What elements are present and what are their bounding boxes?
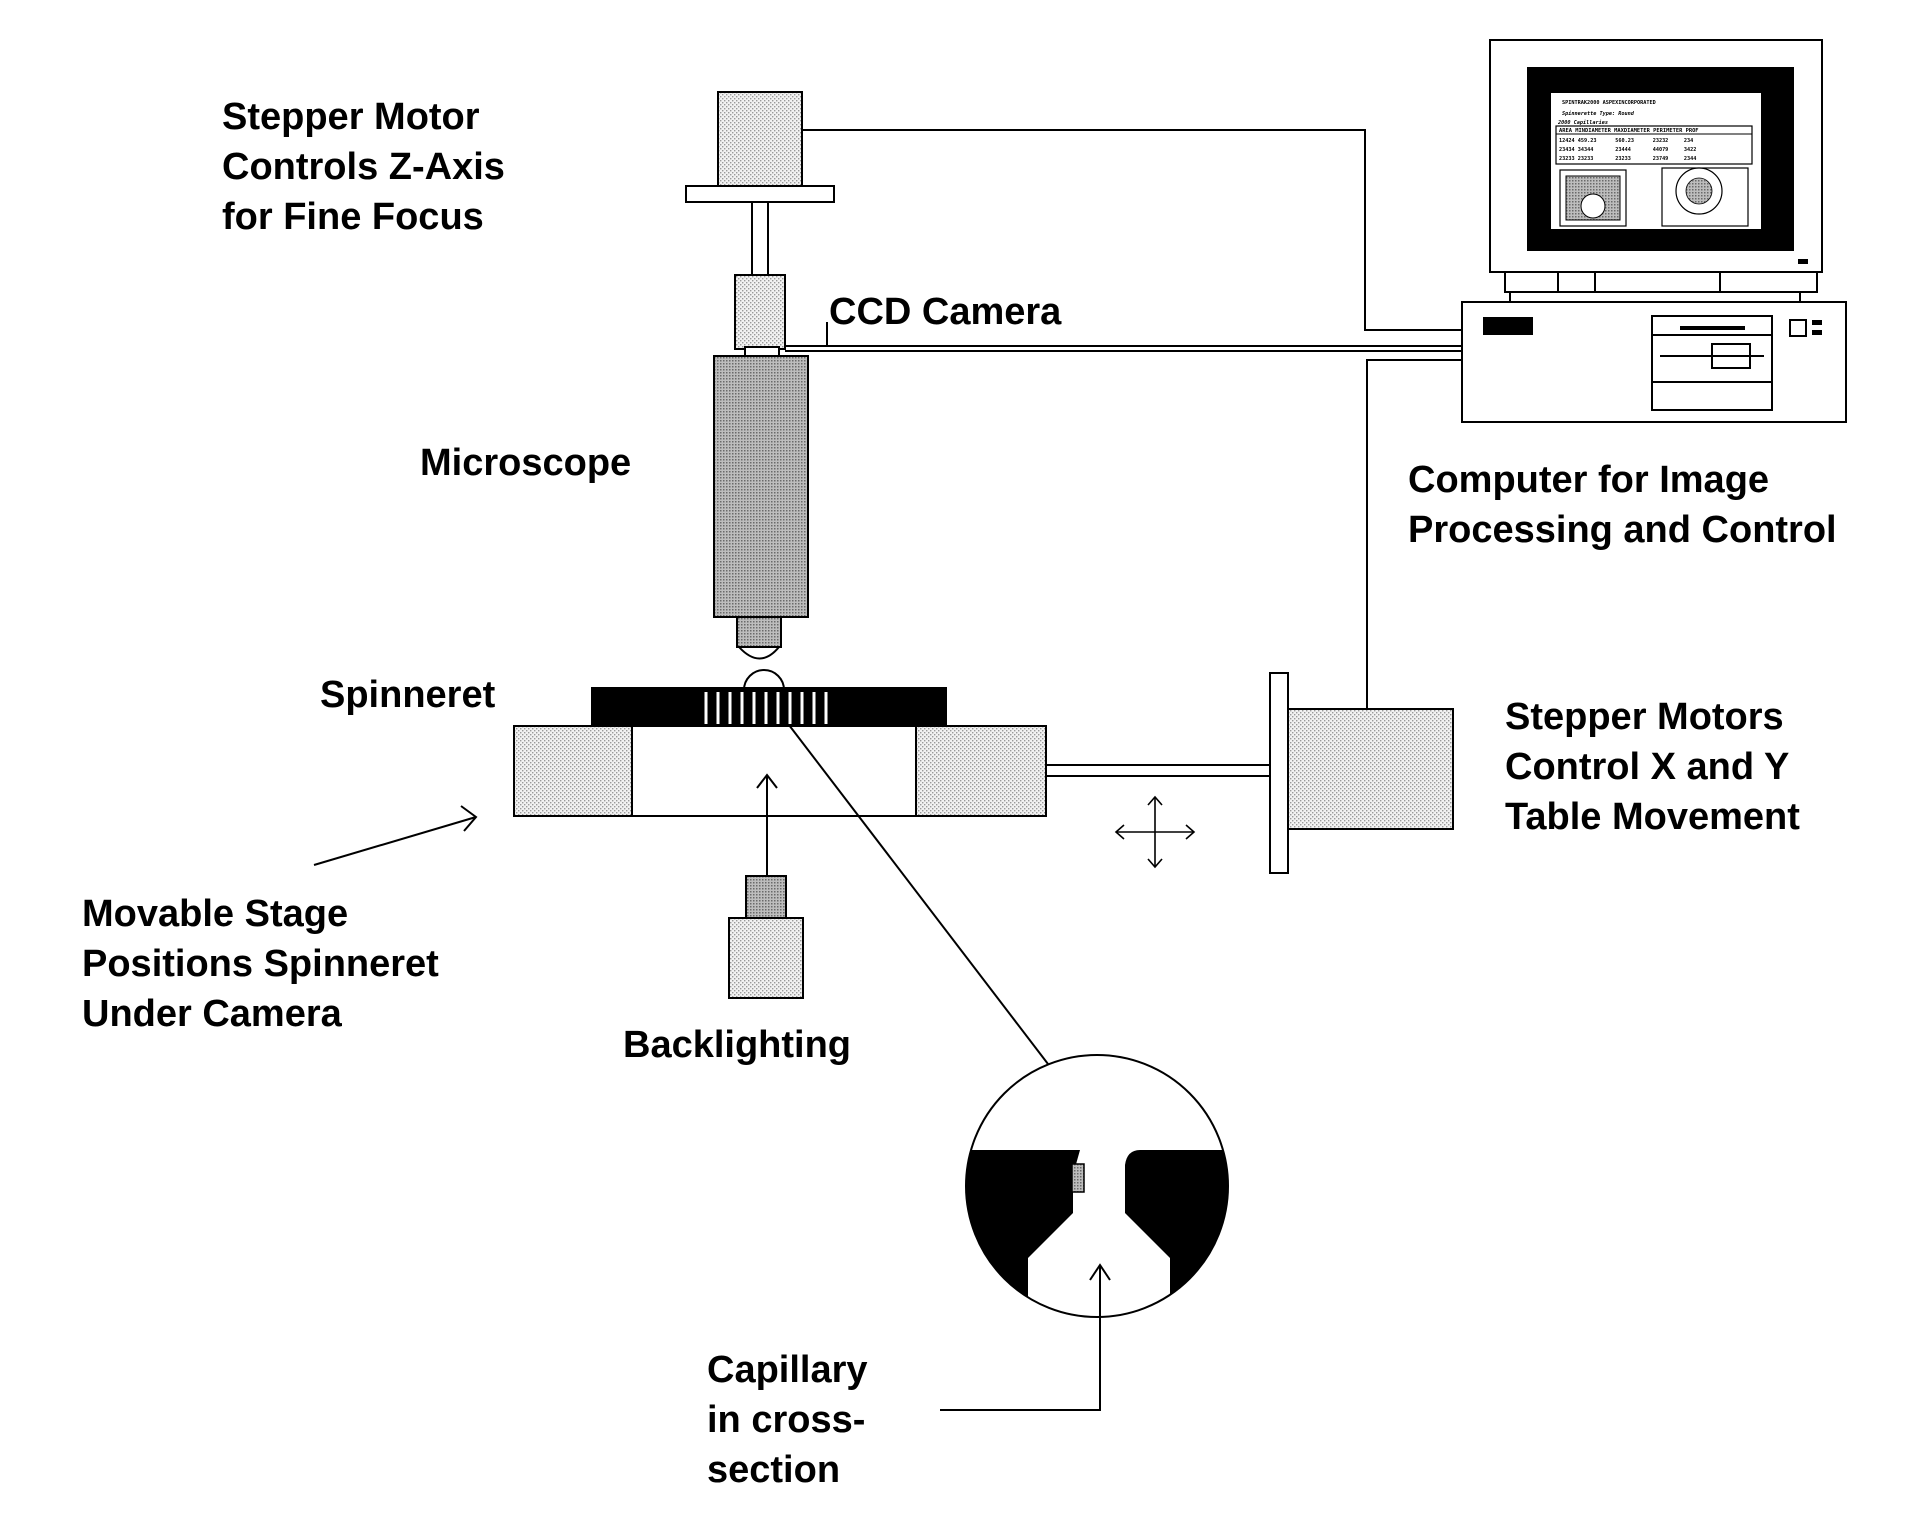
screen-table-row: 23233 23233 23233 23749 2344 bbox=[1559, 156, 1696, 162]
label-ccd-camera: CCD Camera bbox=[829, 287, 1061, 337]
label-line: Positions Spinneret bbox=[82, 943, 439, 985]
label-line: Backlighting bbox=[623, 1024, 852, 1066]
label-line: section bbox=[707, 1449, 841, 1491]
stage-block-right bbox=[915, 725, 1047, 817]
z-stepper-flange bbox=[685, 185, 835, 203]
backlight-cap bbox=[745, 875, 787, 919]
label-line: for Fine Focus bbox=[222, 196, 484, 238]
label-line: Under Camera bbox=[82, 993, 342, 1035]
ccd-camera-body bbox=[734, 274, 786, 350]
backlight-body bbox=[728, 917, 804, 999]
label-line: Table Movement bbox=[1505, 796, 1800, 838]
label-backlighting: Backlighting bbox=[623, 1020, 851, 1070]
capillary-pointer-arrow bbox=[940, 1265, 1101, 1411]
label-line: Processing and Control bbox=[1408, 509, 1837, 551]
label-computer: Computer for Image Processing and Contro… bbox=[1408, 455, 1837, 555]
label-line: Stepper Motor bbox=[222, 96, 480, 138]
screen-title: SPINTRAK2000 ASPEXINCORPORATED bbox=[1562, 100, 1656, 106]
label-spinneret: Spinneret bbox=[320, 670, 495, 720]
label-microscope: Microscope bbox=[420, 438, 631, 488]
screen-type-line: Spinnerette Type: Round bbox=[1562, 111, 1635, 117]
screen-count-line: 2000 Capillaries bbox=[1557, 120, 1608, 126]
label-line: CCD Camera bbox=[829, 291, 1062, 333]
screen-data-table bbox=[1555, 125, 1753, 165]
power-button bbox=[1789, 319, 1807, 337]
z-stepper-motor bbox=[717, 91, 803, 187]
label-stepper-xy: Stepper Motors Control X and Y Table Mov… bbox=[1505, 692, 1800, 842]
microscope-objective bbox=[736, 616, 782, 648]
xy-stepper-motor bbox=[1287, 708, 1454, 830]
z-motor-cable bbox=[802, 129, 1462, 331]
label-line: in cross- bbox=[707, 1399, 866, 1441]
spinneret-capillary-holes bbox=[704, 692, 828, 724]
xy-movement-arrows bbox=[1114, 795, 1196, 869]
screen-table-row: 12424 459.23 560.23 23232 234 bbox=[1559, 138, 1693, 144]
xy-motor-flange bbox=[1269, 672, 1289, 874]
label-line: Microscope bbox=[420, 442, 632, 484]
label-line: Controls Z-Axis bbox=[222, 146, 505, 188]
monitor-stand bbox=[1504, 271, 1818, 293]
power-indicator bbox=[1483, 317, 1533, 335]
label-movable-stage: Movable Stage Positions Spinneret Under … bbox=[82, 889, 439, 1039]
stage-pointer-arrow bbox=[313, 816, 477, 866]
screen-table-header: AREA MINDIAMETER MAXDIAMETER PERIMETER P… bbox=[1559, 128, 1699, 134]
xy-motor-cable bbox=[1366, 359, 1462, 709]
magnify-target-circle bbox=[743, 669, 785, 711]
label-capillary: Capillary in cross- section bbox=[707, 1345, 868, 1495]
monitor-slot bbox=[1798, 259, 1808, 264]
label-stepper-z: Stepper Motor Controls Z-Axis for Fine F… bbox=[222, 92, 505, 242]
screen-text-group: SPINTRAK2000 ASPEXINCORPORATED Spinneret… bbox=[1557, 100, 1699, 162]
objective-lens bbox=[736, 646, 782, 660]
label-line: Spinneret bbox=[320, 674, 496, 716]
label-line: Computer for Image bbox=[1408, 459, 1770, 501]
magnified-capillary bbox=[965, 1054, 1229, 1318]
spinneret-plate bbox=[591, 687, 947, 726]
label-line: Movable Stage bbox=[82, 893, 349, 935]
stage-block-left bbox=[513, 725, 633, 817]
focus-shaft bbox=[751, 201, 769, 276]
microscope-body bbox=[713, 355, 809, 618]
label-line: Capillary bbox=[707, 1349, 868, 1391]
label-line: Control X and Y bbox=[1505, 746, 1790, 788]
magnify-leader bbox=[775, 707, 1049, 1065]
screen-table-row: 23434 34344 23444 44079 3422 bbox=[1559, 147, 1696, 153]
label-line: Stepper Motors bbox=[1505, 696, 1784, 738]
